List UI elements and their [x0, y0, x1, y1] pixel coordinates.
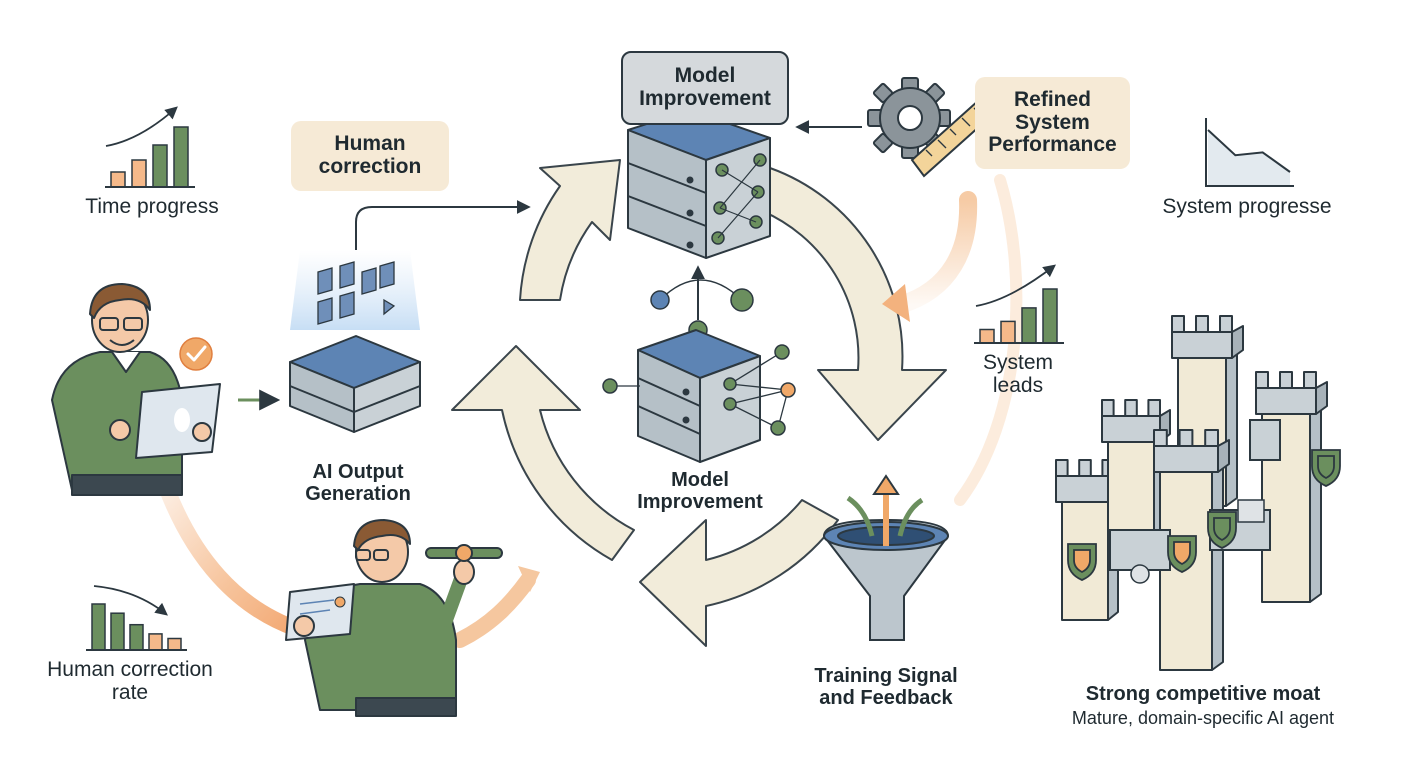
- chart-system-leads: [974, 264, 1064, 344]
- label-model-improvement-center: Model Improvement: [637, 469, 763, 513]
- shield-icon: [1167, 535, 1197, 573]
- connector-ai-to-cycle: [355, 200, 531, 250]
- moat-wall-0: [1109, 529, 1171, 571]
- scales-icon: [1237, 499, 1265, 523]
- trend-arrow-time: [105, 106, 178, 147]
- chart-human-correction-rate: [86, 585, 187, 651]
- bar-leads-1: [1000, 320, 1016, 344]
- cycle-arrow-left: [451, 345, 635, 561]
- dollar-shield-icon: [1207, 511, 1237, 549]
- trend-arrow-leads: [975, 264, 1056, 307]
- bar-time-2: [152, 144, 168, 188]
- axes-system-progresse: [1205, 118, 1294, 187]
- line-system-progresse: [1207, 129, 1291, 173]
- gear-icon: [867, 77, 951, 159]
- bar-leads-3: [1042, 288, 1058, 344]
- bar-time-1: [131, 159, 147, 188]
- label-system-progresse: System progresse: [1162, 195, 1332, 218]
- bar-hcr-4: [167, 637, 182, 651]
- chart-system-progresse: [1205, 118, 1294, 187]
- bar-time-0: [110, 171, 126, 188]
- funnel-icon: [822, 474, 950, 641]
- label-moat-subtitle: Mature, domain-specific AI agent: [1071, 708, 1335, 728]
- chart-time-progress: [105, 106, 195, 188]
- label-ai-output-generation: AI Output Generation: [305, 461, 411, 505]
- server-model-improvement-top: [627, 109, 771, 259]
- tower-right: [1255, 371, 1328, 603]
- network-nodes: [650, 279, 754, 340]
- pie-icon: [1130, 564, 1150, 584]
- flow-arrow-user-to-cycle-head: [518, 566, 540, 592]
- flow-arrow-refined-right: [954, 174, 1023, 506]
- flow-arrow-human-to-user: [152, 462, 308, 638]
- box-human-correction: Human correction: [291, 121, 449, 191]
- cycle-arrows: [451, 159, 947, 647]
- flow-arrow-user-to-cycle: [452, 572, 536, 648]
- box-refined-system-performance: Refined System Performance: [975, 77, 1130, 169]
- shield-icon: [1067, 543, 1097, 581]
- server-ai-output: [289, 250, 421, 433]
- flow-arrow-refined-down: [891, 191, 978, 314]
- cycle-arrow-bottom: [639, 499, 839, 647]
- cycle-arrow-right: [759, 167, 947, 441]
- label-time-progress: Time progress: [85, 195, 219, 218]
- label-system-leads: System leads: [982, 351, 1053, 397]
- person-with-slider: [285, 519, 503, 717]
- area-system-progresse: [1208, 130, 1290, 186]
- trend-arrow-hcr: [93, 585, 168, 616]
- cycle-arrow-top: [519, 159, 621, 301]
- bar-hcr-3: [148, 633, 163, 651]
- label-training-signal: Training Signal and Feedback: [814, 665, 958, 709]
- person-with-tablet: [51, 283, 221, 496]
- label-human-correction-rate: Human correction rate: [47, 658, 213, 704]
- bar-hcr-0: [91, 603, 106, 651]
- castle-moat: [1055, 315, 1341, 671]
- server-model-improvement-center: [602, 329, 796, 463]
- bar-hcr-1: [110, 612, 125, 651]
- check-badge-icon: [179, 337, 213, 371]
- bar-time-3: [173, 126, 189, 188]
- bar-hcr-2: [129, 623, 144, 651]
- bar-leads-2: [1021, 307, 1037, 344]
- label-moat-title: Strong competitive moat: [1085, 683, 1321, 705]
- moat-wall-2: [1249, 419, 1281, 461]
- box-model-improvement-top: Model Improvement: [621, 51, 789, 125]
- bank-icon: [1311, 449, 1341, 487]
- bar-leads-0: [979, 328, 995, 344]
- flow-arrow-refined-down-head: [882, 284, 910, 322]
